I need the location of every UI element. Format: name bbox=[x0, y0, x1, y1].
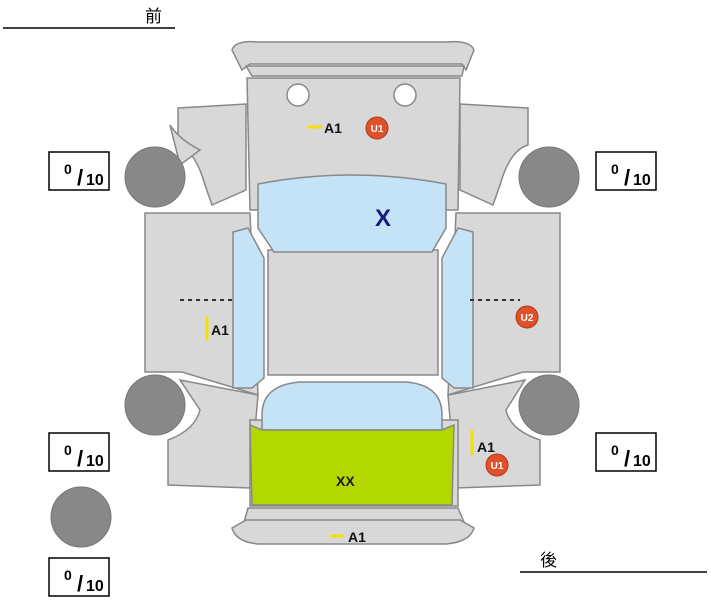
glass bbox=[232, 174, 474, 431]
front-left-tread-box bbox=[48, 151, 110, 191]
front-bumper-repair-mark: U1 bbox=[371, 124, 384, 135]
rear-bumper-scratch-mark: A1 bbox=[348, 529, 366, 545]
left-windows bbox=[232, 227, 265, 389]
right-side-repair-badge: U2 bbox=[515, 305, 539, 329]
rear-right-tire bbox=[518, 374, 580, 436]
front-left-tread-used: 0 bbox=[64, 161, 72, 177]
left-rear-fender bbox=[167, 378, 259, 489]
spare-tread-total: 10 bbox=[86, 578, 104, 595]
rear-left-tread-used: 0 bbox=[64, 442, 72, 458]
front-right-tire bbox=[518, 146, 580, 208]
right-headlight bbox=[393, 83, 417, 107]
rear-right-tread-box bbox=[595, 432, 657, 472]
spare-tread-separator: / bbox=[77, 571, 83, 596]
right-rear-fender bbox=[447, 378, 541, 489]
front-bumper-repair-badge: U1 bbox=[365, 116, 389, 140]
windshield bbox=[257, 174, 447, 253]
rear-label: 後 bbox=[540, 551, 557, 571]
front-left-tread-total: 10 bbox=[86, 172, 104, 189]
front-label: 前 bbox=[145, 7, 162, 27]
rear-bumper bbox=[231, 519, 475, 545]
tires bbox=[50, 146, 580, 548]
tire-tread-boxes bbox=[48, 151, 657, 597]
rear-right-tread-total: 10 bbox=[633, 453, 651, 470]
right-front-fender bbox=[459, 103, 529, 207]
rear-right-tread-separator: / bbox=[624, 446, 630, 471]
rear-left-tread-box bbox=[48, 432, 110, 472]
front-bumper-scratch-mark: A1 bbox=[324, 120, 342, 136]
right-windows bbox=[441, 227, 474, 389]
front-right-tread-box bbox=[595, 151, 657, 191]
left-front-fender-lower bbox=[169, 124, 202, 167]
front-right-tread-used: 0 bbox=[611, 161, 619, 177]
spare-tread-box bbox=[48, 557, 110, 597]
front-bumper bbox=[231, 40, 475, 72]
front-right-tread-separator: / bbox=[624, 165, 630, 190]
scratch-lines bbox=[205, 125, 474, 538]
spare-tire bbox=[50, 486, 112, 548]
rear-left-tread-total: 10 bbox=[86, 453, 104, 470]
trunk-mark: XX bbox=[336, 473, 355, 489]
roof bbox=[267, 249, 439, 376]
left-doors bbox=[144, 212, 259, 397]
trunk-highlight bbox=[249, 423, 455, 506]
rear-right-repair-badge: U1 bbox=[485, 453, 509, 477]
rear-window bbox=[261, 381, 443, 431]
rear-left-tire bbox=[124, 374, 186, 436]
left-headlight bbox=[286, 83, 310, 107]
spare-tread-used: 0 bbox=[64, 567, 72, 583]
rear-right-repair-mark: U1 bbox=[491, 461, 504, 472]
rear-right-scratch-mark: A1 bbox=[477, 439, 495, 455]
windshield-mark: X bbox=[375, 205, 391, 232]
right-side-repair-mark: U2 bbox=[521, 313, 534, 324]
rear-left-tread-separator: / bbox=[77, 446, 83, 471]
front-left-tread-separator: / bbox=[77, 165, 83, 190]
rear-right-tread-used: 0 bbox=[611, 442, 619, 458]
left-side-scratch-mark: A1 bbox=[211, 322, 229, 338]
front-left-tire bbox=[124, 146, 186, 208]
front-right-tread-total: 10 bbox=[633, 172, 651, 189]
